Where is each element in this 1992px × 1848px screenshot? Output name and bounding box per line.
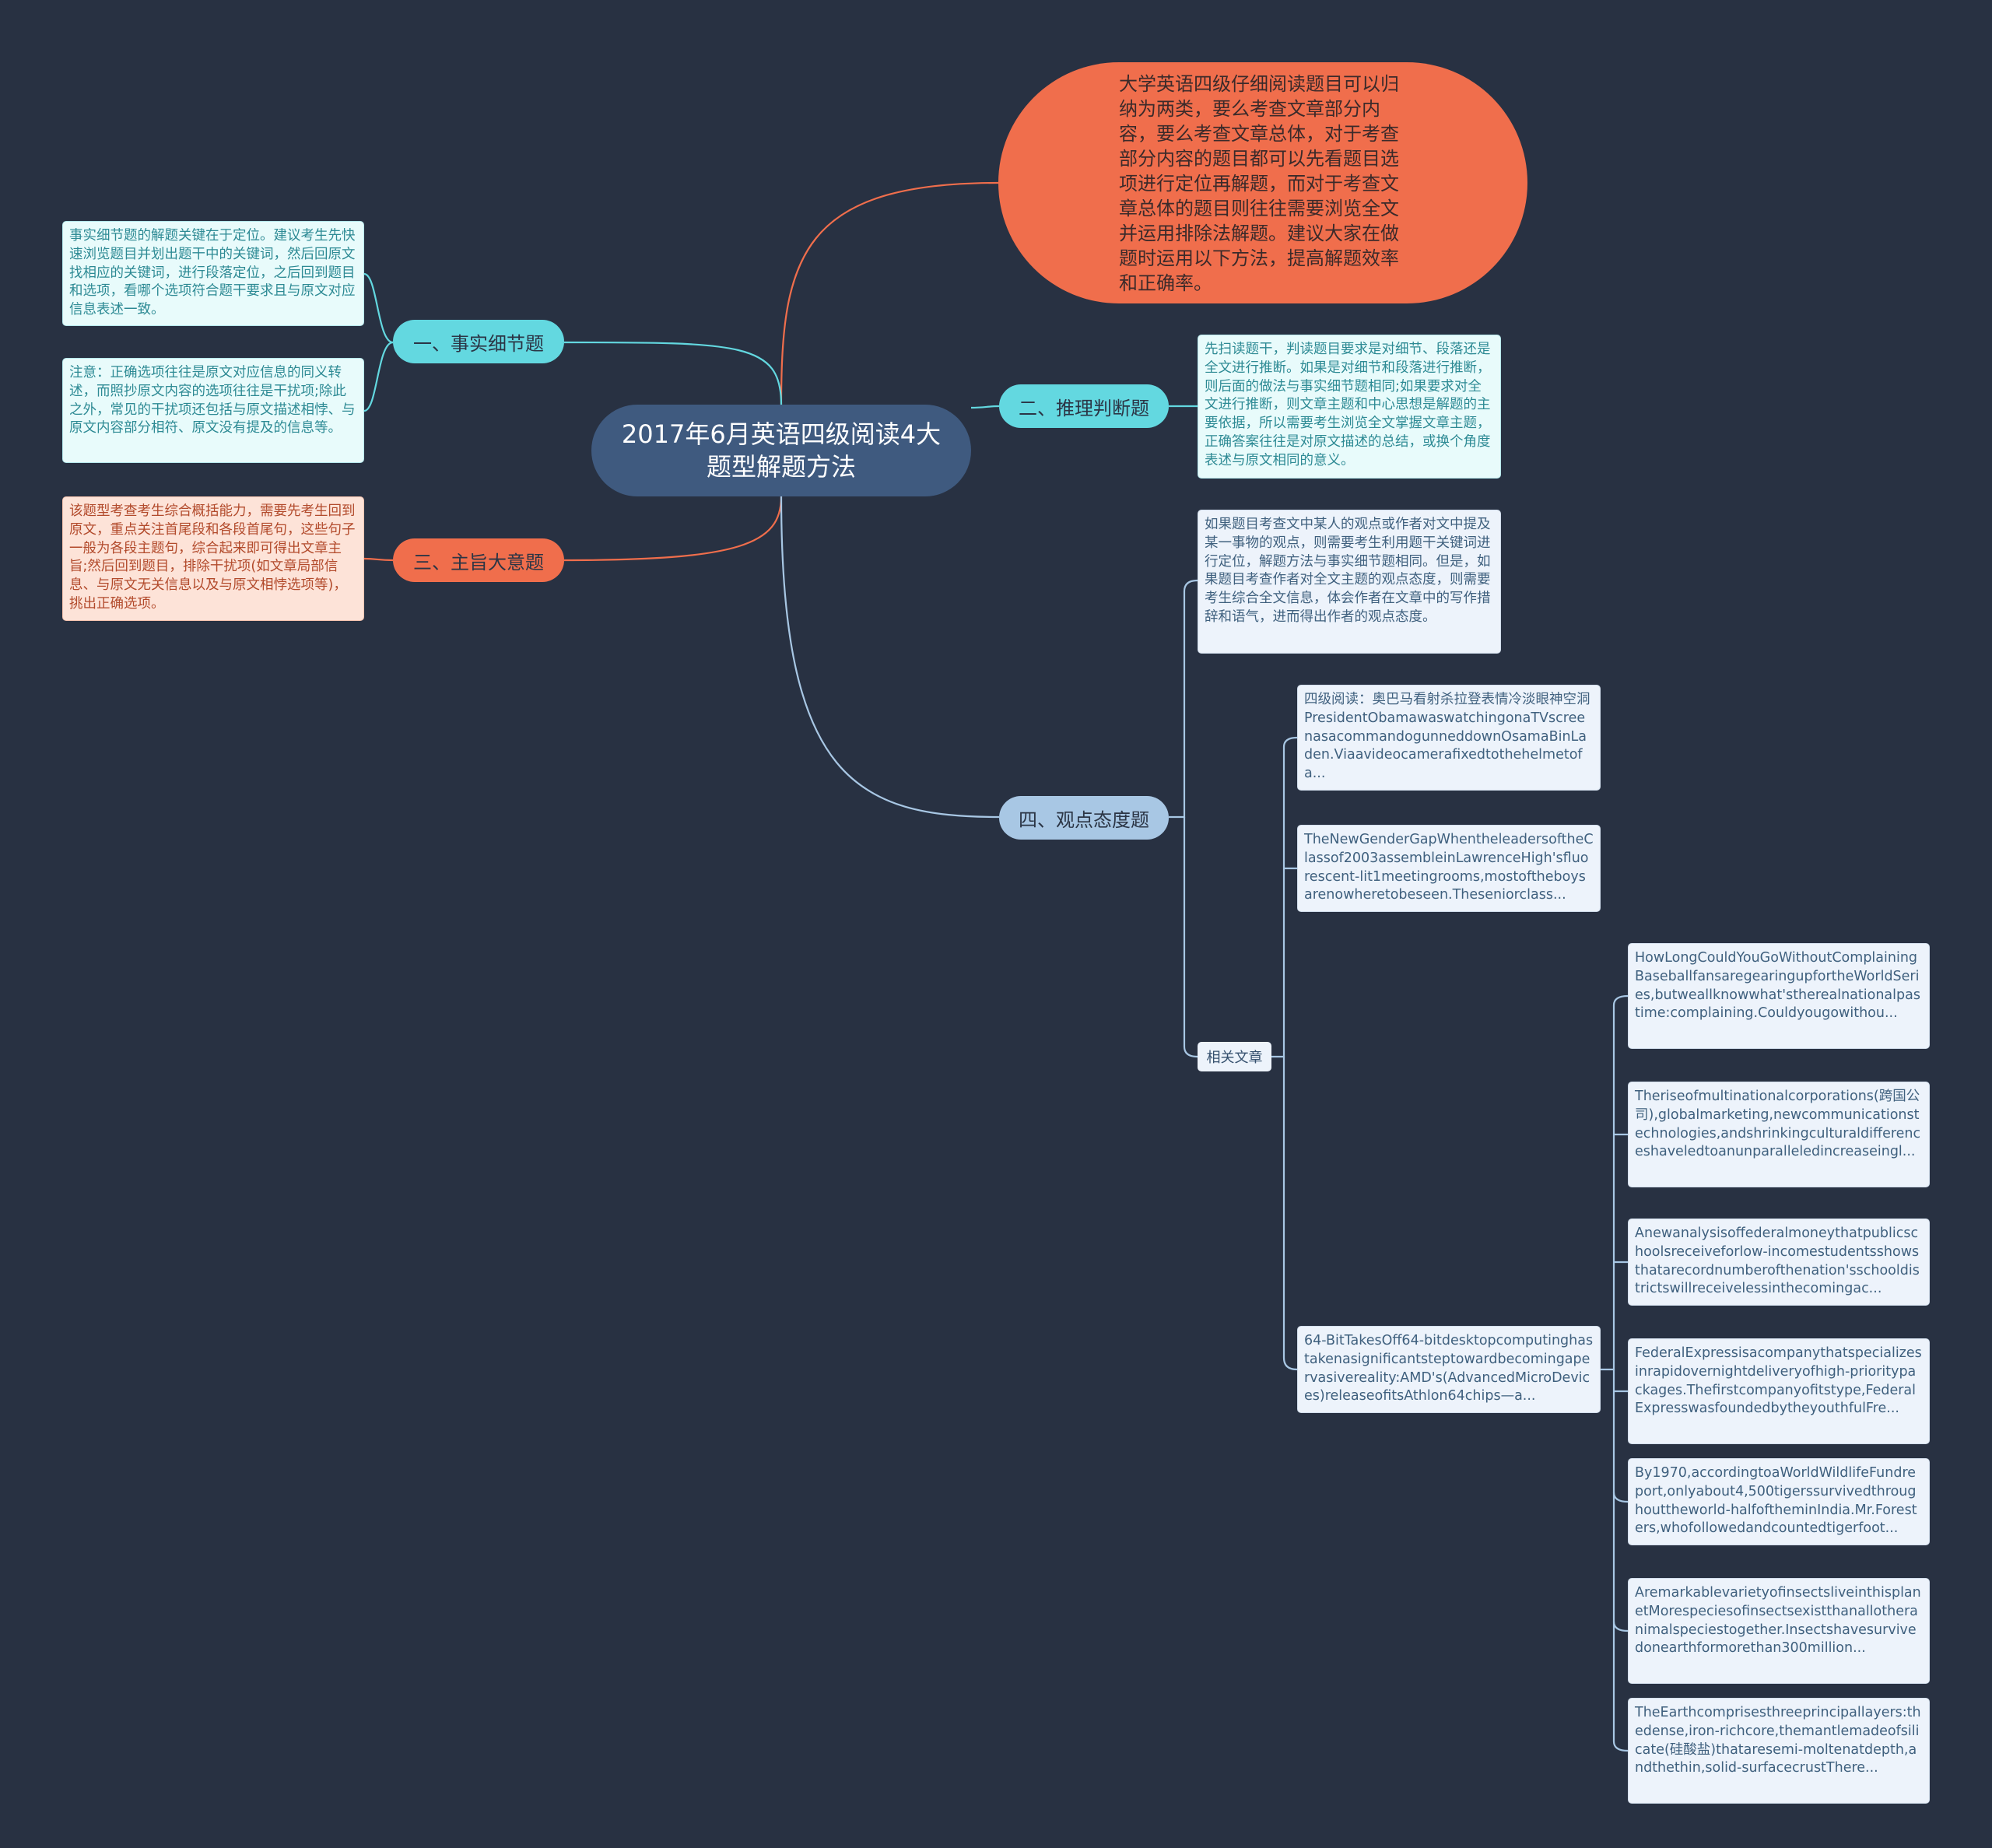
more-article-4[interactable]: FederalExpressisacompanythatspecializesi…	[1628, 1338, 1930, 1444]
article-text: HowLongCouldYouGoWithoutComplainingBaseb…	[1635, 950, 1920, 1022]
note-text: 先扫读题干，判读题目要求是对细节、段落还是全文进行推断。如果是对细节和段落进行推…	[1205, 342, 1491, 468]
intro-text: 大学英语四级仔细阅读题目可以归纳为两类，要么考查文章部分内容，要么考查文章总体，…	[1119, 73, 1399, 294]
intro-bubble[interactable]: 大学英语四级仔细阅读题目可以归纳为两类，要么考查文章部分内容，要么考查文章总体，…	[998, 62, 1527, 303]
branch-main-idea[interactable]: 三、主旨大意题	[393, 538, 564, 582]
link-a3-spine	[1601, 994, 1629, 1371]
article-text: By1970,accordingtoaWorldWildlifeFundrepo…	[1635, 1465, 1917, 1537]
link-center-b2	[970, 405, 1000, 409]
branch-inference[interactable]: 二、推理判断题	[999, 384, 1169, 428]
related-label: 相关文章	[1206, 1050, 1263, 1066]
branch-label: 一、事实细节题	[413, 332, 544, 355]
link-b3-note	[363, 557, 394, 562]
related-articles-node[interactable]: 相关文章	[1198, 1042, 1271, 1071]
article-text: Aremarkablevarietyofinsectsliveinthispla…	[1635, 1585, 1921, 1657]
link-related-spine	[1271, 736, 1298, 1058]
link-a3-r5	[1612, 1369, 1629, 1503]
center-topic[interactable]: 2017年6月英语四级阅读4大题型解题方法	[591, 405, 971, 496]
link-center-intro	[780, 181, 999, 405]
center-topic-text: 2017年6月英语四级阅读4大题型解题方法	[621, 419, 942, 482]
link-b4-related	[1183, 817, 1198, 1058]
article-text: 四级阅读：奥巴马看射杀拉登表情冷淡眼神空洞PresidentObamawaswa…	[1304, 692, 1590, 782]
link-related-a3	[1282, 1057, 1298, 1371]
branch-label: 二、推理判断题	[1019, 397, 1149, 419]
link-b4-spine	[1169, 579, 1198, 819]
note-fact-detail-2[interactable]: 注意：正确选项往往是原文对应信息的同义转述，而照抄原文内容的选项往往是干扰项;除…	[62, 358, 364, 463]
link-b1-note1	[363, 272, 394, 344]
branch-label: 四、观点态度题	[1019, 808, 1149, 831]
link-b1-note2	[363, 341, 394, 412]
more-article-3[interactable]: Anewanalysisoffederalmoneythatpublicscho…	[1628, 1219, 1930, 1306]
note-attitude[interactable]: 如果题目考查文中某人的观点或作者对文中提及某一事物的观点，则需要考生利用题干关键…	[1198, 510, 1501, 654]
more-article-6[interactable]: Aremarkablevarietyofinsectsliveinthispla…	[1628, 1578, 1930, 1684]
branch-fact-detail[interactable]: 一、事实细节题	[393, 320, 564, 363]
link-center-b1	[563, 341, 783, 405]
article-text: TheEarthcomprisesthreeprincipallayers:th…	[1635, 1705, 1921, 1776]
note-fact-detail-1[interactable]: 事实细节题的解题关键在于定位。建议考生先快速浏览题目并划出题干中的关键词，然后回…	[62, 221, 364, 326]
article-text: TheNewGenderGapWhentheleadersoftheClasso…	[1304, 832, 1594, 903]
note-main-idea[interactable]: 该题型考查考生综合概括能力，需要先考生回到原文，重点关注首尾段和各段首尾句，这些…	[62, 496, 364, 621]
more-article-5[interactable]: By1970,accordingtoaWorldWildlifeFundrepo…	[1628, 1458, 1930, 1545]
related-article-2[interactable]: TheNewGenderGapWhentheleadersoftheClasso…	[1297, 825, 1601, 912]
note-text: 注意：正确选项往往是原文对应信息的同义转述，而照抄原文内容的选项往往是干扰项;除…	[69, 365, 356, 437]
branch-label: 三、主旨大意题	[413, 551, 544, 573]
article-text: Theriseofmultinationalcorporations(跨国公司)…	[1635, 1089, 1921, 1160]
link-center-b3	[563, 496, 783, 562]
link-a3-r6	[1612, 1492, 1629, 1632]
note-inference[interactable]: 先扫读题干，判读题目要求是对细节、段落还是全文进行推断。如果是对细节和段落进行推…	[1198, 335, 1501, 479]
branch-attitude[interactable]: 四、观点态度题	[999, 796, 1169, 840]
note-text: 事实细节题的解题关键在于定位。建议考生先快速浏览题目并划出题干中的关键词，然后回…	[69, 228, 356, 318]
more-article-1[interactable]: HowLongCouldYouGoWithoutComplainingBaseb…	[1628, 943, 1930, 1049]
more-article-7[interactable]: TheEarthcomprisesthreeprincipallayers:th…	[1628, 1698, 1930, 1804]
related-article-3[interactable]: 64-BitTakesOff64-bitdesktopcomputinghast…	[1297, 1326, 1601, 1413]
note-text: 如果题目考查文中某人的观点或作者对文中提及某一事物的观点，则需要考生利用题干关键…	[1205, 517, 1491, 625]
article-text: FederalExpressisacompanythatspecializesi…	[1635, 1345, 1922, 1417]
note-text: 该题型考查考生综合概括能力，需要先考生回到原文，重点关注首尾段和各段首尾句，这些…	[69, 503, 356, 612]
article-text: 64-BitTakesOff64-bitdesktopcomputinghast…	[1304, 1333, 1594, 1404]
related-article-1[interactable]: 四级阅读：奥巴马看射杀拉登表情冷淡眼神空洞PresidentObamawaswa…	[1297, 685, 1601, 791]
link-a3-r7	[1612, 1622, 1629, 1752]
more-article-2[interactable]: Theriseofmultinationalcorporations(跨国公司)…	[1628, 1082, 1930, 1187]
article-text: Anewanalysisoffederalmoneythatpublicscho…	[1635, 1226, 1920, 1297]
link-center-b4	[780, 496, 1000, 819]
